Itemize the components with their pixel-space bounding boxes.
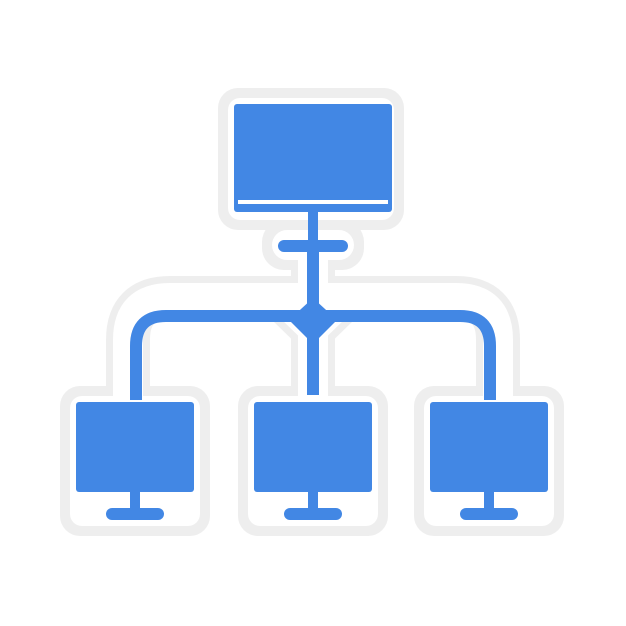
client-monitor-left-icon [76,402,194,520]
network-shapes [76,104,548,520]
client-monitor-right-icon [430,402,548,520]
hub-diamond-icon [289,298,337,344]
server-monitor-icon [234,104,392,252]
client-monitor-middle-icon [254,402,372,520]
